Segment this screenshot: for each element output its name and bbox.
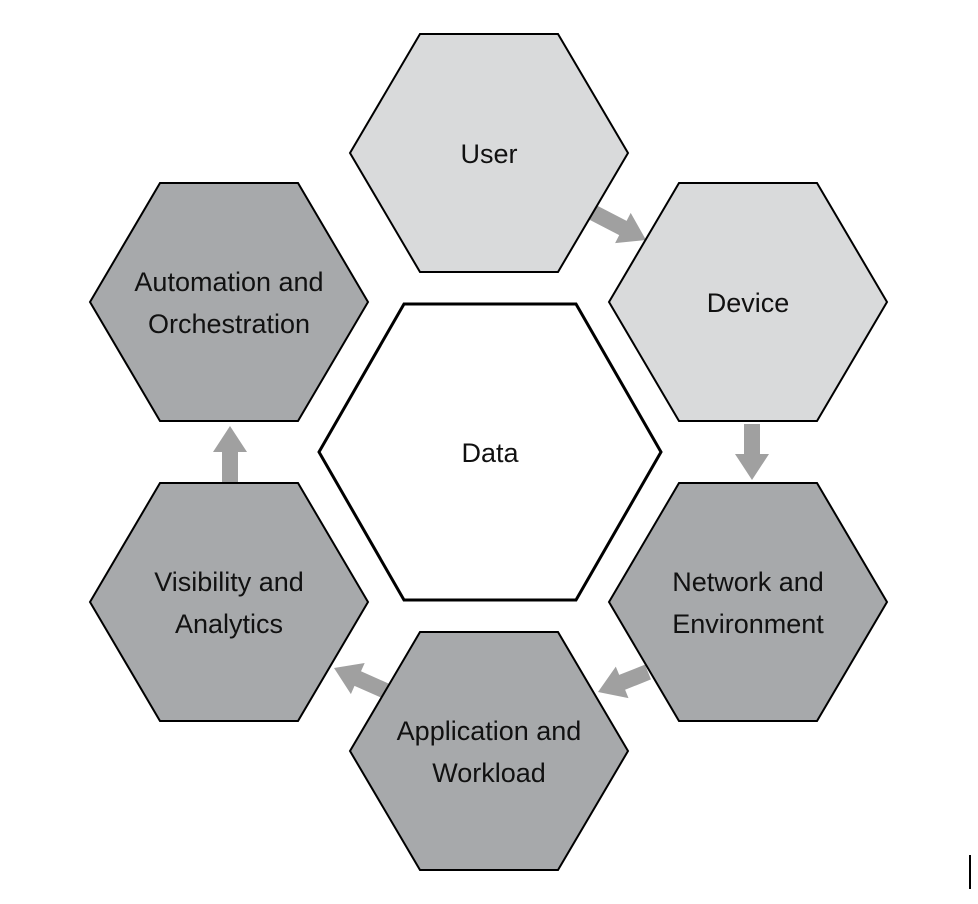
pillar-label-line: Visibility and [154,567,304,597]
center-label: Data [461,438,519,468]
arrow-icon-network-to-application [598,664,651,699]
pillar-label-line: User [460,139,517,169]
arrow-icon-visibility-to-automation [213,426,247,482]
pillar-hexagon-shape [348,33,630,273]
center-hexagon-data: Data [317,302,663,602]
pillar-label-line: Network and [672,567,824,597]
pillar-hexagon-shape [607,482,889,722]
center-hexagon-shape [317,302,663,602]
arrow-icon-user-to-device [588,204,646,244]
edge-mark [969,855,971,889]
pillar-hexagon-shape [88,482,370,722]
pillar-label-line: Workload [432,758,546,788]
pillar-label-line: Application and [397,716,582,746]
pillar-device: Device [607,182,889,422]
pillar-hexagon-shape [607,182,889,422]
pillar-hexagon-shape [88,182,370,422]
pillar-label-line: Device [707,288,790,318]
arrow-icon-application-to-visibility [334,663,392,700]
pillar-label-line: Analytics [175,609,283,639]
flow-arrows [213,204,769,700]
pillar-user: User [348,33,630,273]
pillar-hexagon-shape [348,631,630,871]
pillar-label-line: Environment [672,609,824,639]
arrow-icon-device-to-network [735,424,769,480]
pillar-label-line: Automation and [134,267,323,297]
pillar-label-line: Orchestration [148,309,310,339]
